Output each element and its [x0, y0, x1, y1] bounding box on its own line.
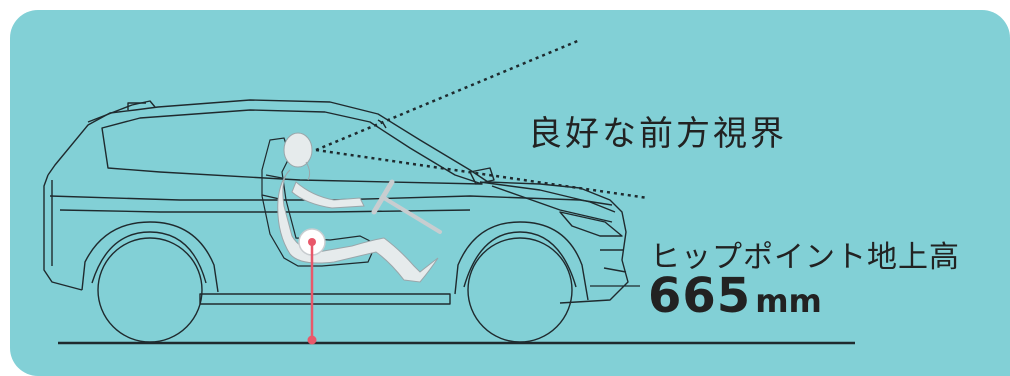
sight-line-lower — [315, 148, 649, 200]
vehicle-diagram — [43, 38, 855, 345]
rear-wheel — [97, 237, 203, 343]
sight-line-upper — [315, 38, 581, 152]
forward-visibility-label: 良好な前方視界 — [528, 114, 787, 154]
hip-point-height-unit: mm — [755, 282, 822, 320]
hip-point-height-label: ヒップポイント地上高 — [650, 240, 960, 275]
hip-point-marker — [298, 228, 326, 345]
hip-point-height-number: 665 — [648, 268, 752, 324]
front-wheel — [467, 237, 573, 343]
steering-wheel — [371, 179, 442, 234]
car-outline — [43, 99, 629, 305]
